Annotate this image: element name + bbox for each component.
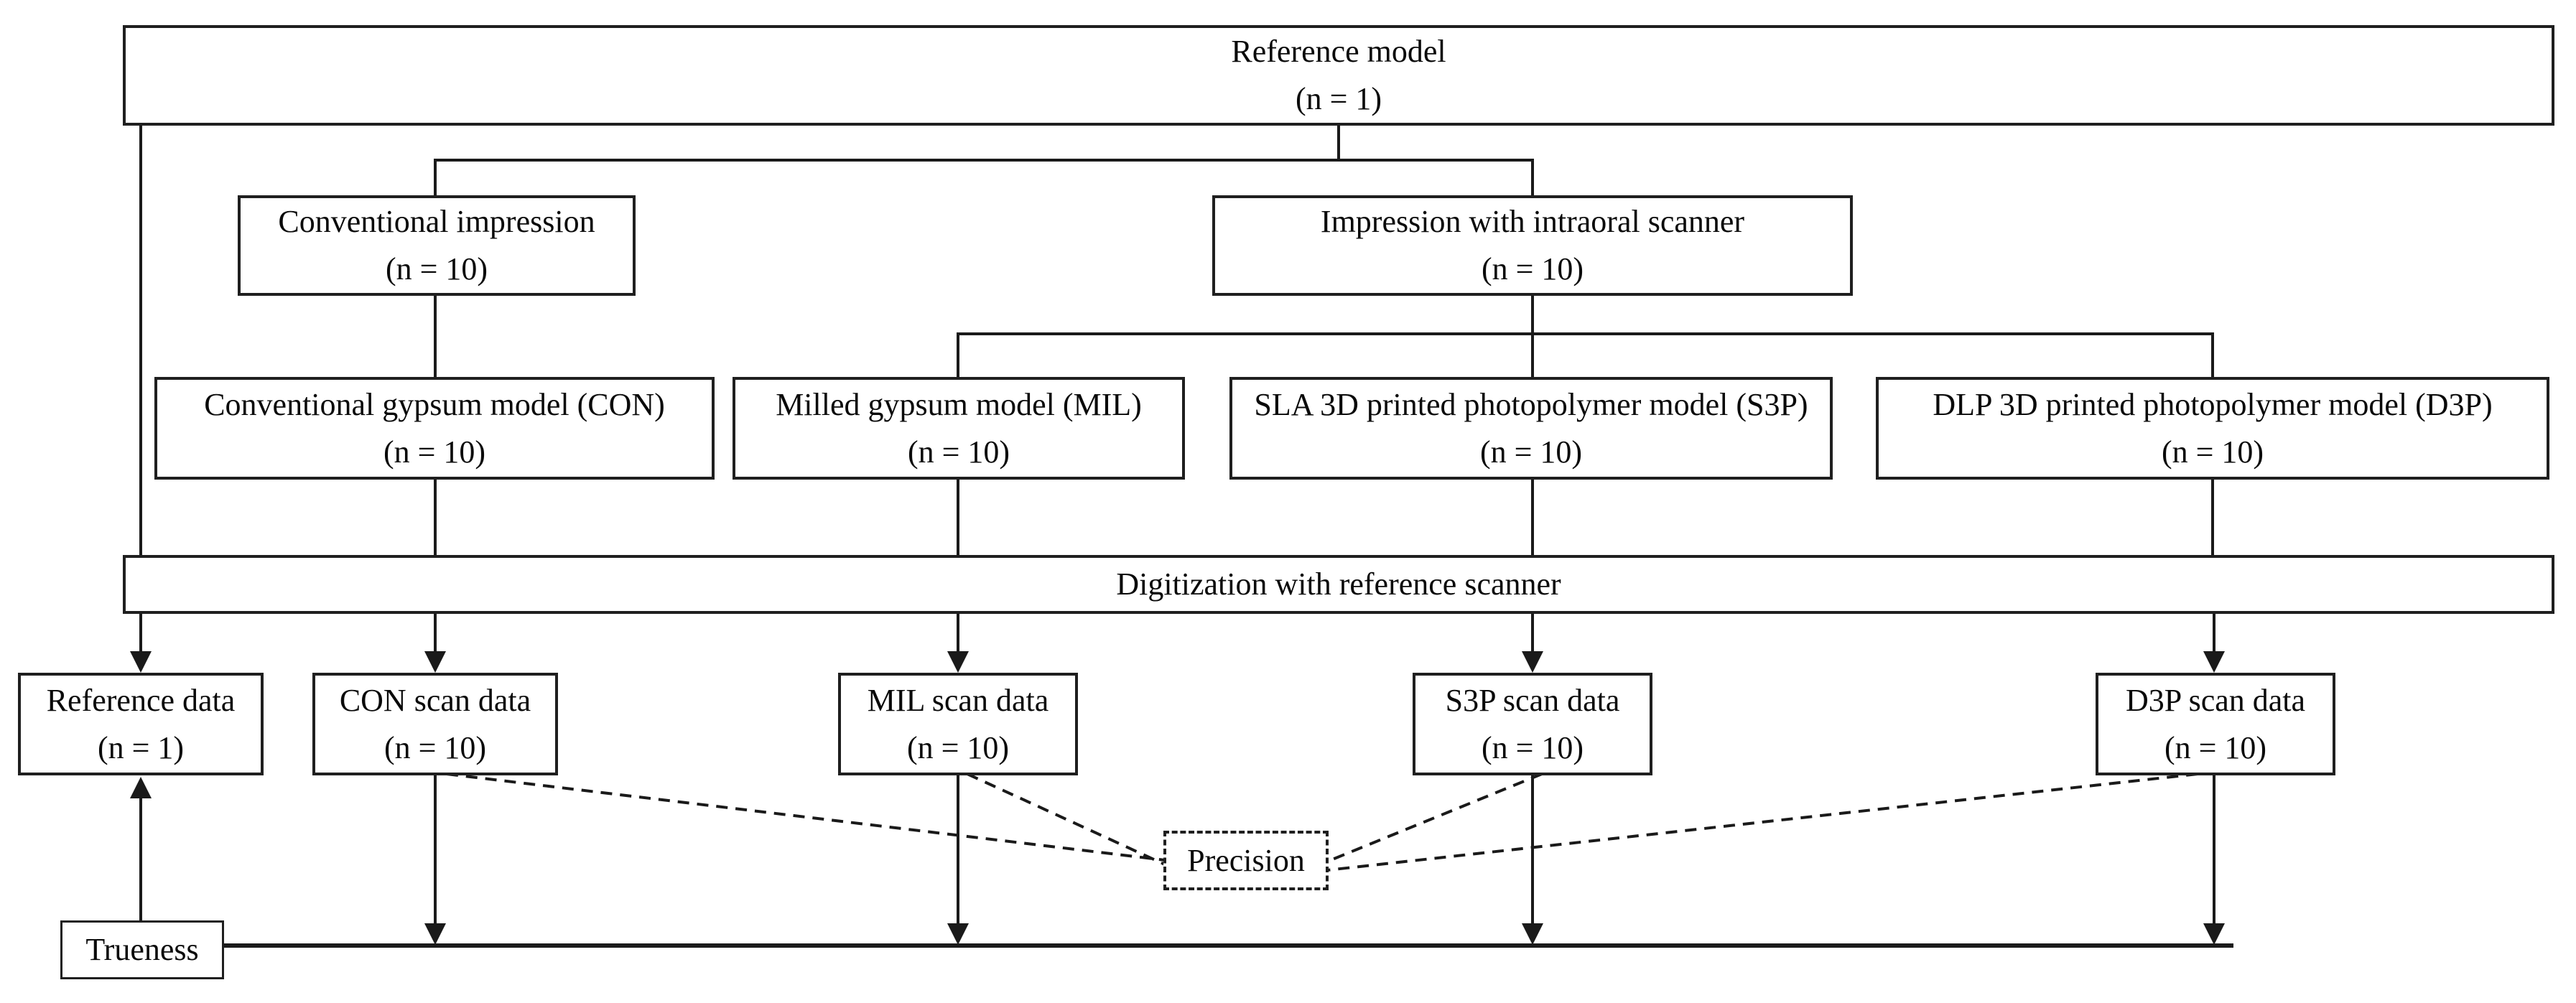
node-label: DLP 3D printed photopolymer model (D3P)	[1933, 386, 2493, 422]
dashed-s3pscan-precision	[1326, 773, 1543, 863]
node-reference-model: Reference model (n = 1)	[123, 25, 2554, 126]
dashed-connectors	[446, 773, 2198, 872]
node-count: (n = 10)	[2161, 434, 2264, 470]
node-label: Impression with intraoral scanner	[1320, 204, 1745, 239]
arrowheads	[130, 651, 2225, 945]
node-con-scan-data: CON scan data (n = 10)	[312, 673, 558, 775]
node-conventional-impression: Conventional impression (n = 10)	[238, 195, 636, 296]
arrowhead-down-s3pscan	[1522, 651, 1543, 673]
arrowhead-down-mil-trueness	[947, 923, 969, 945]
node-trueness: Trueness	[60, 920, 224, 979]
node-count: (n = 1)	[97, 729, 185, 765]
node-count: (n = 10)	[907, 434, 1010, 470]
arrowhead-down-milscan	[947, 651, 969, 673]
node-con-model: Conventional gypsum model (CON) (n = 10)	[154, 377, 715, 480]
node-label: SLA 3D printed photopolymer model (S3P)	[1254, 386, 1808, 422]
node-count: (n = 10)	[1479, 434, 1583, 470]
node-label: MIL scan data	[867, 682, 1049, 718]
node-label: CON scan data	[339, 682, 531, 718]
node-reference-data: Reference data (n = 1)	[18, 673, 264, 775]
node-count: (n = 10)	[385, 251, 488, 286]
node-label: Conventional gypsum model (CON)	[204, 386, 665, 422]
node-mil-model: Milled gypsum model (MIL) (n = 10)	[733, 377, 1185, 480]
node-label: Trueness	[85, 932, 199, 967]
node-intraoral-impression: Impression with intraoral scanner (n = 1…	[1212, 195, 1853, 296]
node-label: Reference model	[1231, 34, 1446, 69]
node-count: (n = 10)	[1481, 251, 1584, 286]
node-label: Precision	[1187, 842, 1305, 878]
node-count: (n = 10)	[2164, 729, 2267, 765]
node-label: D3P scan data	[2125, 682, 2306, 718]
node-d3p-model: DLP 3D printed photopolymer model (D3P) …	[1876, 377, 2549, 480]
node-mil-scan-data: MIL scan data (n = 10)	[838, 673, 1078, 775]
arrowhead-down-d3pscan	[2203, 651, 2225, 673]
node-s3p-scan-data: S3P scan data (n = 10)	[1413, 673, 1652, 775]
arrowhead-down-refdata	[130, 651, 152, 673]
node-label: Milled gypsum model (MIL)	[776, 386, 1142, 422]
arrowhead-down-conscan	[424, 651, 446, 673]
node-s3p-model: SLA 3D printed photopolymer model (S3P) …	[1229, 377, 1833, 480]
node-count: (n = 10)	[383, 729, 487, 765]
node-label: Digitization with reference scanner	[1116, 566, 1561, 602]
dashed-conscan-precision	[446, 773, 1166, 862]
node-precision: Precision	[1163, 831, 1329, 890]
dashed-milscan-precision	[967, 773, 1166, 866]
arrowhead-down-con-trueness	[424, 923, 446, 945]
node-label: Reference data	[46, 682, 236, 718]
node-label: S3P scan data	[1445, 682, 1620, 718]
node-count: (n = 10)	[1481, 729, 1584, 765]
node-count: (n = 10)	[906, 729, 1010, 765]
node-count: (n = 1)	[1295, 81, 1382, 116]
solid-connectors	[139, 124, 2215, 926]
arrowhead-down-d3p-trueness	[2203, 923, 2225, 945]
arrowhead-up-refdata	[130, 777, 152, 798]
node-count: (n = 10)	[383, 434, 486, 470]
node-label: Conventional impression	[278, 204, 595, 239]
node-digitization: Digitization with reference scanner	[123, 555, 2554, 614]
node-d3p-scan-data: D3P scan data (n = 10)	[2096, 673, 2335, 775]
arrowhead-down-s3p-trueness	[1522, 923, 1543, 945]
dashed-d3pscan-precision	[1326, 773, 2198, 872]
